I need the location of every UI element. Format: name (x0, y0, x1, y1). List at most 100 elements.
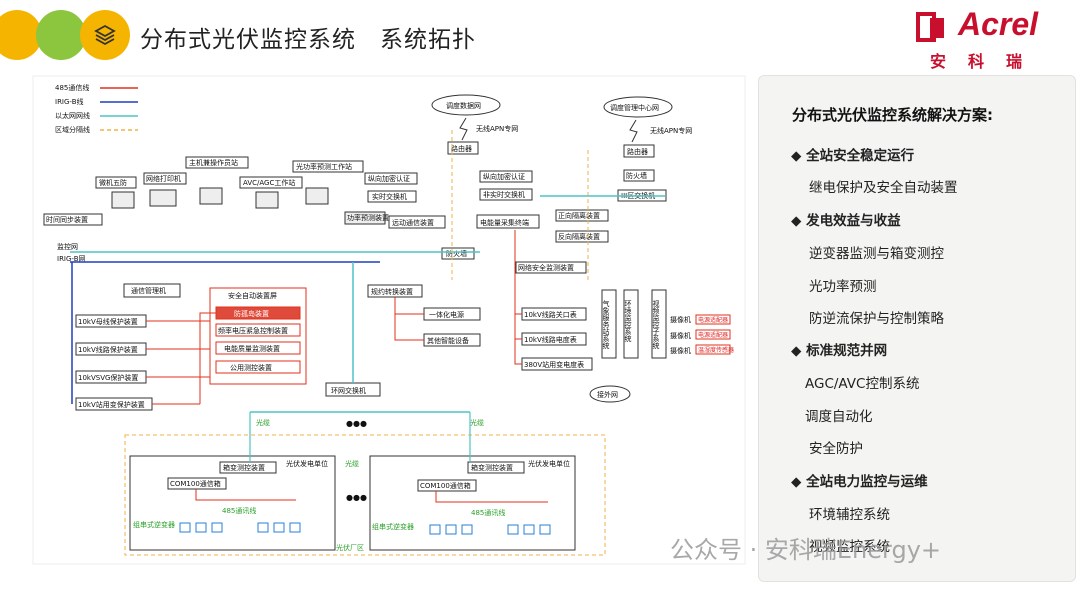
logo-word: Acrel (958, 6, 1039, 42)
vertical-systems: 气象服务站系统 环境监控系统 视频监控子系统 摄像机 摄像机 摄像机 电源适配器… (589, 289, 734, 403)
pv-unit-2: 箱变测控装置 光伏发电单位 COM100通信箱 485通讯线 组串式逆变器 (369, 455, 576, 551)
nrt-switch (479, 188, 533, 201)
rev-isolation-label: 反向隔离装置 (558, 232, 600, 241)
pv-unit-1-com-label: COM100通信箱 (170, 479, 221, 488)
red-small-1-label: 电源适配器 (698, 316, 728, 324)
router-2 (623, 144, 655, 158)
safety-screen-label: 安全自动装置屏 (228, 291, 277, 300)
panel-item: ◆ 全站电力监控与运维 (791, 474, 928, 490)
lightning-icon (459, 117, 468, 141)
inverter-icon (507, 524, 519, 535)
station-6-box (344, 211, 386, 225)
station-4-label: AVC/AGC工作站 (243, 178, 295, 187)
panel-item: 逆变器监测与箱变测控 (809, 246, 944, 262)
station-3-label: 主机兼操作员站 (189, 158, 238, 167)
red-small-3 (695, 344, 731, 355)
protection-4-label: 10kV站用变保护装置 (78, 400, 145, 409)
solution-panel: 分布式光伏监控系统解决方案: ◆ 全站安全稳定运行 继电保护及安全自动装置 ◆ … (758, 75, 1076, 582)
rt-switch-label: 实时交换机 (372, 192, 407, 201)
pv-unit-2-com-label: COM100通信箱 (420, 481, 471, 490)
pv-unit-2-inverter-label: 组串式逆变器 (372, 522, 414, 531)
crypto-2-label: 纵向加密认证 (483, 172, 525, 181)
inverter-icon (445, 524, 457, 535)
vertical-3 (651, 289, 667, 359)
router-2-label: 路由器 (627, 147, 648, 156)
camera-label-2: 摄像机 (670, 331, 691, 340)
dispatch-net-label: 调度数据网 (446, 101, 481, 110)
irig-net-label: IRIG-B网 (57, 255, 86, 263)
layers-icon (94, 24, 116, 46)
station-2-label: 网络打印机 (146, 174, 181, 183)
legend-label-485: 485通信线 (55, 83, 89, 92)
vertical-1 (601, 289, 617, 359)
legend-label-irig: IRIG-B线 (55, 97, 84, 106)
computer-icon-1 (111, 191, 135, 209)
vertical-3-label: 视频监控子系统 (652, 299, 660, 350)
inverter-icon (461, 524, 473, 535)
time-sync-label: 时间同步装置 (46, 215, 88, 224)
meters: 10kV线路关口表 10kV线路电度表 380V站用变电度表 (514, 230, 593, 371)
inverter-icon (539, 524, 551, 535)
computer-icon-3 (199, 187, 223, 205)
dispatch-net-cloud (431, 94, 501, 116)
monitor-net-label: 监控网 (57, 242, 78, 251)
pv-zone-label: 光伏厂区 (336, 543, 364, 552)
pv-unit-1: 箱变测控装置 光伏发电单位 COM100通信箱 485通讯线 组串式逆变器 (129, 455, 336, 551)
panel-item: 视频监控系统 (809, 539, 890, 555)
pv-unit-1-pv-unit-label: 光伏发电单位 (286, 459, 328, 468)
pv-unit-1-box-monitor (219, 461, 277, 474)
router-1-label: 路由器 (451, 144, 472, 153)
workstations: 微机五防 网络打印机 主机兼操作员站 AVC/AGC工作站 光功率预测工作站 功… (43, 156, 389, 263)
printer-icon (149, 189, 177, 207)
protocol-converter-label: 规约转换装置 (371, 287, 413, 296)
inverter-icons (179, 522, 551, 535)
remote-comm-label: 远动通信装置 (392, 218, 434, 227)
safety-item-4 (215, 360, 301, 374)
protection-2-label: 10kV线路保护装置 (78, 345, 138, 354)
pv-zone-frame (124, 434, 606, 556)
access-net-label: 接外网 (597, 390, 618, 399)
pv-unit-1-com (167, 477, 227, 490)
fiber-label-3: 光缆 (345, 459, 359, 468)
vertical-2-label: 环境监控系统 (624, 300, 632, 343)
safety-item-2-label: 频率电压紧急控制装置 (218, 326, 288, 335)
station-1-label: 微机五防 (99, 178, 127, 187)
panel-item: ◆ 标准规范并网 (791, 343, 888, 359)
safety-screen: 安全自动装置屏 防孤岛装置 频率电压紧急控制装置 电能质量监测装置 公用测控装置 (209, 287, 307, 385)
vertical-2 (623, 289, 639, 359)
vertical-1-label: 气象服务站系统 (602, 299, 610, 350)
camera-label-3: 摄像机 (670, 346, 691, 355)
page-title: 分布式光伏监控系统 系统拓扑 (140, 27, 476, 53)
red-485-lines (394, 297, 424, 341)
station-label-box-5 (292, 160, 364, 173)
inverter-icon (179, 522, 191, 533)
fwd-isolation-label: 正向隔离装置 (558, 211, 600, 220)
crypto-1-label: 纵向加密认证 (368, 174, 410, 183)
remote-comm (388, 215, 446, 229)
station-6-label: 功率预测装置 (347, 213, 389, 222)
firewall-top (623, 169, 655, 182)
panel-item: 环境辅控系统 (809, 507, 890, 523)
station-label-box-3 (185, 156, 249, 169)
access-net-cloud (589, 385, 631, 403)
panel-item: ◆ 全站安全稳定运行 (791, 148, 915, 164)
legend: 485通信线 IRIG-B线 以太网网线 区域分隔线 (55, 83, 138, 134)
legend-label-ethernet: 以太网网线 (55, 111, 90, 120)
pv-unit-1-485-label: 485通讯线 (222, 506, 256, 515)
inverter-icon (429, 524, 441, 535)
inverter-icon (195, 522, 207, 533)
pv-unit-1-frame (129, 455, 336, 551)
firewall-mid (441, 247, 475, 260)
panel-item: ◆ 发电效益与收益 (791, 213, 901, 229)
panel-item: 光功率预测 (809, 279, 877, 295)
pv-unit-2-frame (369, 455, 576, 551)
meter-1-label: 10kV线路关口表 (524, 310, 577, 319)
legend-label-zone: 区域分隔线 (55, 125, 90, 134)
station-label-box-1 (95, 176, 137, 189)
safety-item-2 (215, 323, 301, 337)
comm-manager (123, 283, 181, 298)
ellipsis-2: ●●● (346, 493, 367, 502)
pv-unit-2-485-label: 485通讯线 (471, 508, 505, 517)
dispatch-center-label: 调度管理中心网 (610, 103, 659, 112)
rev-isolation (555, 230, 609, 243)
